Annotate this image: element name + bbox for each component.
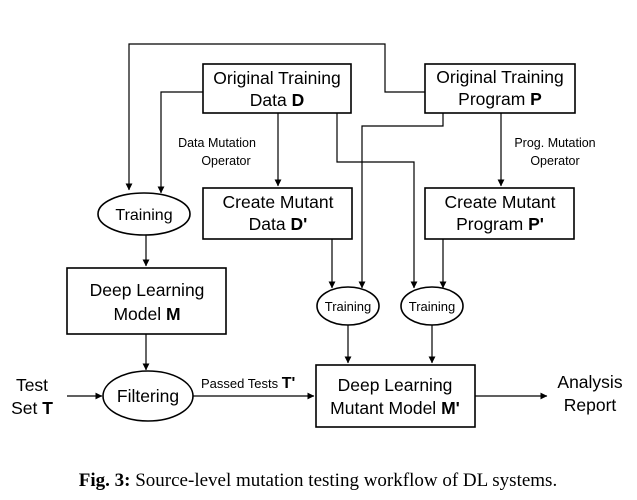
svg-text:Set T: Set T: [11, 398, 53, 418]
node-label-line1: Create Mutant: [223, 192, 334, 212]
edge-data-to-training-left: [157, 91, 203, 194]
node-label-line1: Create Mutant: [445, 192, 556, 212]
edge-label-line2: Operator: [201, 154, 250, 168]
caption-text: Source-level mutation testing workflow o…: [130, 470, 557, 491]
node-original-training-program: Original Training Program P: [424, 63, 576, 114]
edge-label-line2: Operator: [530, 154, 579, 168]
node-create-mutant-program: Create Mutant Program P': [424, 187, 575, 240]
svg-text:Program P': Program P': [456, 214, 544, 234]
variable-P: P: [530, 89, 542, 109]
variable-P-prime: P': [528, 214, 544, 234]
node-label: Training: [115, 207, 172, 224]
node-label-line2: Set: [11, 398, 42, 418]
connectors: [67, 43, 548, 400]
svg-text:Data D: Data D: [250, 90, 304, 110]
node-training-mid1: Training: [316, 286, 380, 326]
node-label-line2: Program: [456, 214, 528, 234]
node-label-line1: Deep Learning: [90, 280, 205, 300]
svg-text:Passed Tests T': Passed Tests T': [201, 375, 295, 392]
variable-M-prime: M': [441, 398, 460, 418]
edge-prog-to-training-left: [125, 43, 425, 191]
node-label: Training: [325, 299, 371, 314]
edge-label-line1: Data Mutation: [178, 136, 256, 150]
svg-text:Program P: Program P: [458, 89, 542, 109]
variable-D-prime: D': [291, 214, 308, 234]
edge-label-text: Passed Tests: [201, 376, 282, 391]
node-label-line1: Deep Learning: [338, 375, 453, 395]
edge-prog-to-training-mid1: [358, 113, 444, 289]
node-label-line1: Original Training: [436, 67, 563, 87]
node-deep-learning-mutant-model: Deep Learning Mutant Model M': [315, 364, 476, 428]
node-original-training-data: Original Training Data D: [202, 63, 352, 114]
node-label-line1: Analysis: [557, 372, 622, 392]
node-analysis-report: Analysis Report: [557, 372, 622, 415]
node-label-line1: Original Training: [213, 68, 340, 88]
node-label-line2: Data: [249, 214, 291, 234]
node-deep-learning-model: Deep Learning Model M: [66, 267, 227, 335]
node-label-line1: Test: [16, 375, 48, 395]
svg-text:Mutant Model M': Mutant Model M': [330, 398, 460, 418]
figure-caption: Fig. 3: Source-level mutation testing wo…: [79, 470, 557, 491]
caption-label: Fig. 3:: [79, 470, 131, 491]
edge-label-data-mutation-operator: Data Mutation Operator: [178, 136, 256, 168]
variable-D: D: [292, 90, 305, 110]
node-label: Training: [409, 299, 455, 314]
edge-label-prog-mutation-operator: Prog. Mutation Operator: [514, 136, 595, 168]
node-label-line2: Data: [250, 90, 292, 110]
edge-data-to-training-mid2: [336, 113, 418, 289]
node-create-mutant-data: Create Mutant Data D': [202, 187, 353, 240]
node-training-left: Training: [97, 192, 191, 236]
variable-T-prime: T': [282, 375, 296, 392]
variable-T: T: [42, 398, 53, 418]
node-label-line2: Program: [458, 89, 530, 109]
node-label-line2: Mutant Model: [330, 398, 441, 418]
edge-label-passed-tests: Passed Tests T': [201, 375, 295, 392]
node-training-mid2: Training: [400, 286, 464, 326]
node-label-line2: Model: [113, 304, 166, 324]
node-filtering: Filtering: [102, 370, 194, 422]
svg-text:Data D': Data D': [249, 214, 308, 234]
variable-M: M: [166, 304, 181, 324]
node-label-line2: Report: [564, 395, 617, 415]
edge-label-line1: Prog. Mutation: [514, 136, 595, 150]
svg-text:Model M: Model M: [113, 304, 180, 324]
node-test-set: Test Set T: [11, 375, 53, 418]
node-label: Filtering: [117, 386, 179, 406]
